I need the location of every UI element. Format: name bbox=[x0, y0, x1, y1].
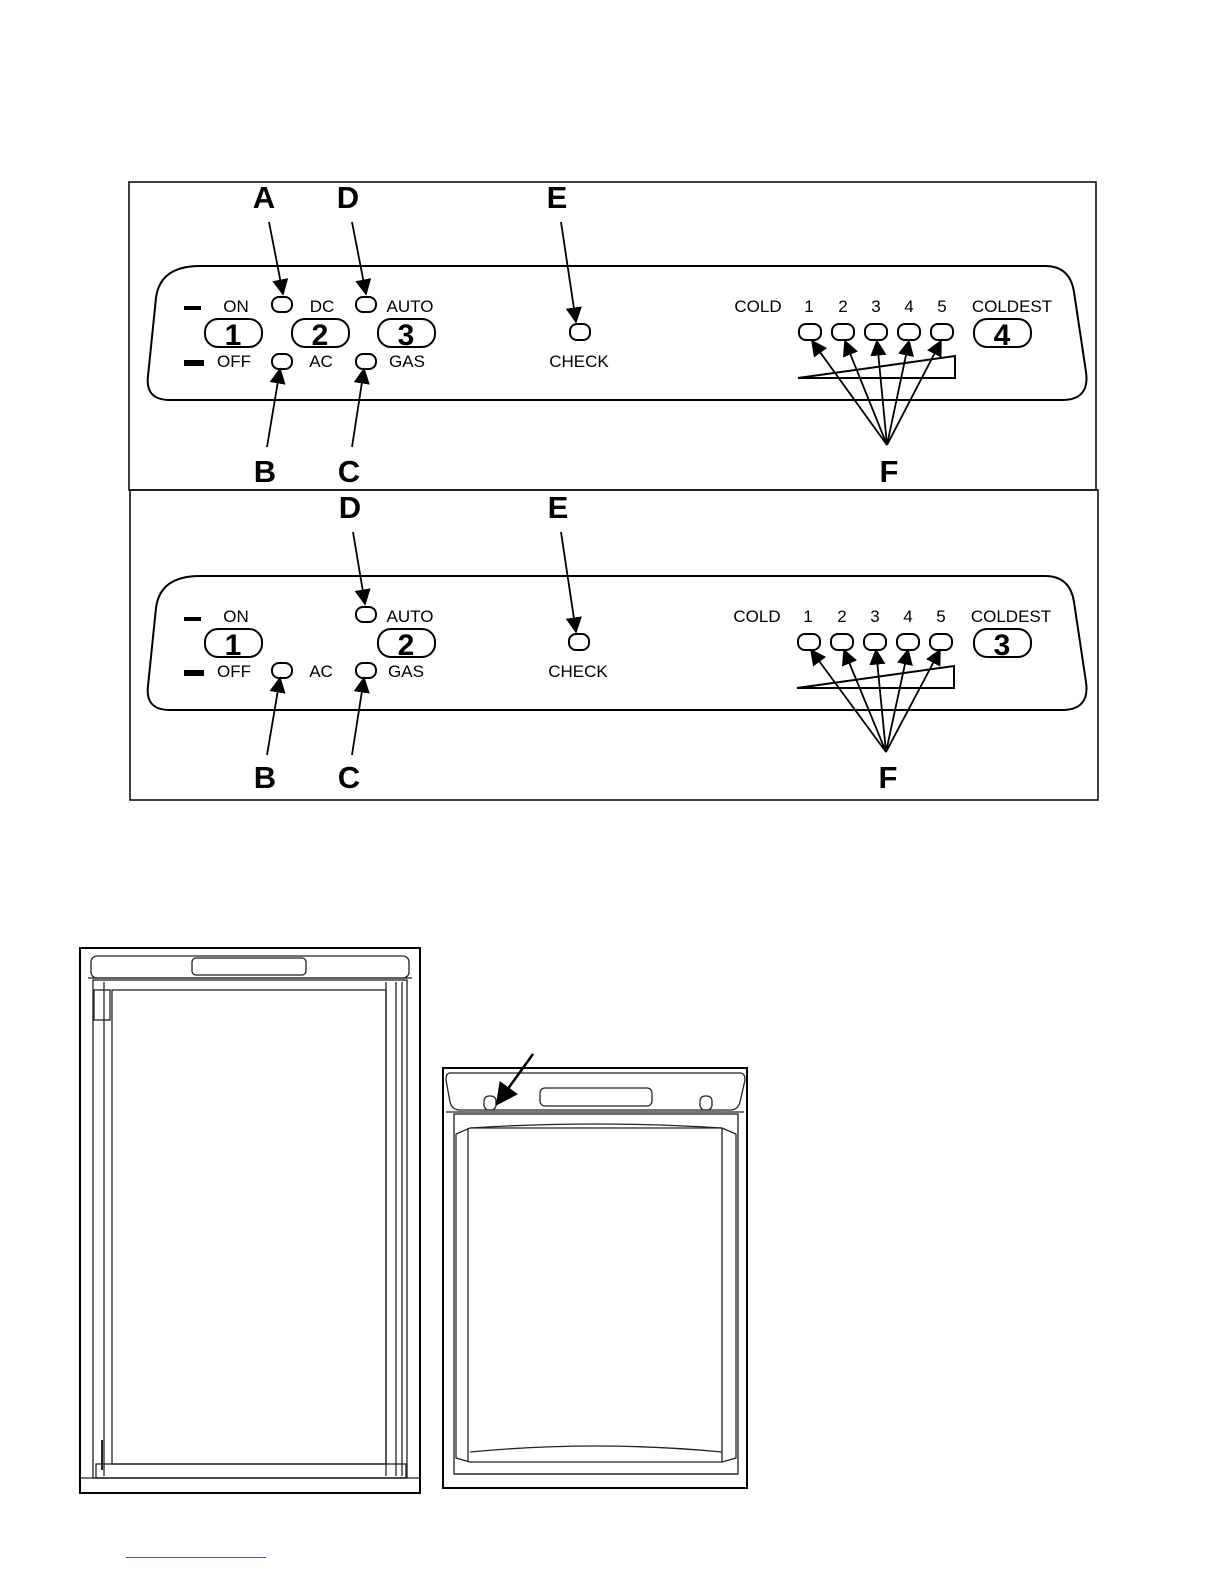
button-4-label: 4 bbox=[994, 319, 1011, 352]
callout-f: F bbox=[880, 454, 899, 489]
label-auto: AUTO bbox=[387, 297, 434, 316]
label-on: ON bbox=[223, 607, 249, 626]
refrigerator-compact-illustration bbox=[443, 1054, 747, 1488]
label-on: ON bbox=[223, 297, 249, 316]
level-light bbox=[931, 324, 953, 340]
hinge bbox=[94, 990, 110, 1020]
label-coldest: COLDEST bbox=[971, 607, 1051, 626]
callout-arrows bbox=[267, 532, 940, 755]
door-handle bbox=[540, 1088, 652, 1106]
callout-c: C bbox=[338, 760, 360, 795]
label-gas: GAS bbox=[388, 662, 424, 681]
label-check: CHECK bbox=[548, 662, 608, 681]
button-2-label: 2 bbox=[312, 319, 329, 352]
button-1[interactable]: 1 bbox=[205, 319, 262, 352]
level-light bbox=[865, 324, 887, 340]
label-off: OFF bbox=[217, 352, 251, 371]
control-knob bbox=[700, 1096, 712, 1110]
label-ac: AC bbox=[309, 662, 333, 681]
level-number: 3 bbox=[870, 607, 879, 626]
indicator-light-e bbox=[570, 324, 590, 340]
callout-b: B bbox=[254, 454, 276, 489]
level-number: 1 bbox=[804, 297, 813, 316]
button-2[interactable]: 2 bbox=[292, 319, 349, 352]
level-number: 3 bbox=[871, 297, 880, 316]
indicator-light-b bbox=[272, 354, 292, 369]
temperature-wedge bbox=[798, 356, 955, 378]
button-2-label: 2 bbox=[398, 629, 415, 662]
callout-c: C bbox=[338, 454, 360, 489]
footer-link-underline[interactable] bbox=[126, 1557, 266, 1558]
bottom-trim bbox=[96, 1464, 406, 1478]
temperature-wedge bbox=[797, 666, 954, 688]
level-number: 1 bbox=[803, 607, 812, 626]
door-panel bbox=[112, 990, 386, 1464]
indicator-light-e bbox=[569, 634, 589, 650]
control-knob bbox=[484, 1096, 496, 1110]
level-light bbox=[831, 634, 853, 650]
button-1-label: 1 bbox=[225, 319, 242, 352]
button-2[interactable]: 2 bbox=[378, 629, 435, 662]
label-check: CHECK bbox=[549, 352, 609, 371]
indicator-light-c bbox=[356, 354, 376, 369]
level-number: 2 bbox=[838, 297, 847, 316]
callout-d: D bbox=[337, 180, 359, 215]
label-gas: GAS bbox=[389, 352, 425, 371]
level-light bbox=[930, 634, 952, 650]
callout-e: E bbox=[548, 490, 569, 525]
level-light bbox=[864, 634, 886, 650]
button-1-label: 1 bbox=[225, 629, 242, 662]
panel-frame bbox=[129, 182, 1096, 490]
indicator-light-c bbox=[356, 663, 376, 678]
level-light bbox=[898, 324, 920, 340]
callout-arrows bbox=[267, 222, 941, 447]
level-number: 4 bbox=[903, 607, 912, 626]
label-coldest: COLDEST bbox=[972, 297, 1052, 316]
level-number: 2 bbox=[837, 607, 846, 626]
door-handle bbox=[192, 958, 306, 975]
level-light bbox=[798, 634, 820, 650]
label-cold: COLD bbox=[733, 607, 780, 626]
label-ac: AC bbox=[309, 352, 333, 371]
on-bar bbox=[184, 617, 201, 621]
label-auto: AUTO bbox=[387, 607, 434, 626]
level-number: 5 bbox=[937, 297, 946, 316]
level-number: 4 bbox=[904, 297, 913, 316]
level-light bbox=[897, 634, 919, 650]
door-panel bbox=[456, 1128, 736, 1462]
callout-e: E bbox=[547, 180, 568, 215]
level-light bbox=[799, 324, 821, 340]
panel-frame bbox=[130, 490, 1098, 800]
callout-a: A bbox=[253, 180, 275, 215]
indicator-light-a bbox=[272, 297, 292, 312]
level-light bbox=[832, 324, 854, 340]
indicator-light-d bbox=[356, 607, 376, 622]
button-1[interactable]: 1 bbox=[205, 629, 262, 662]
button-3-label: 3 bbox=[994, 629, 1011, 662]
callout-f: F bbox=[879, 760, 898, 795]
control-strip-outline bbox=[148, 576, 1087, 710]
level-number: 5 bbox=[936, 607, 945, 626]
pointer-arrow bbox=[497, 1054, 533, 1104]
button-3-label: 3 bbox=[398, 319, 415, 352]
button-3[interactable]: 3 bbox=[378, 319, 435, 352]
button-3[interactable]: 3 bbox=[974, 629, 1031, 662]
indicator-light-b bbox=[272, 663, 292, 678]
off-bar bbox=[184, 670, 204, 676]
label-off: OFF bbox=[217, 662, 251, 681]
indicator-light-d bbox=[356, 297, 376, 312]
control-panel-3way: A D E B C F ON OFF DC AC AUTO GAS CHECK bbox=[129, 180, 1096, 490]
label-cold: COLD bbox=[734, 297, 781, 316]
on-bar bbox=[184, 306, 201, 310]
button-4[interactable]: 4 bbox=[974, 319, 1031, 352]
control-panel-2way: D E B C F ON OFF AC AUTO GAS CHECK COLD … bbox=[130, 490, 1098, 800]
label-dc: DC bbox=[310, 297, 335, 316]
off-bar bbox=[184, 360, 204, 366]
callout-d: D bbox=[339, 490, 361, 525]
callout-b: B bbox=[254, 760, 276, 795]
refrigerator-tall-illustration bbox=[80, 948, 420, 1493]
control-strip-outline bbox=[148, 266, 1087, 400]
